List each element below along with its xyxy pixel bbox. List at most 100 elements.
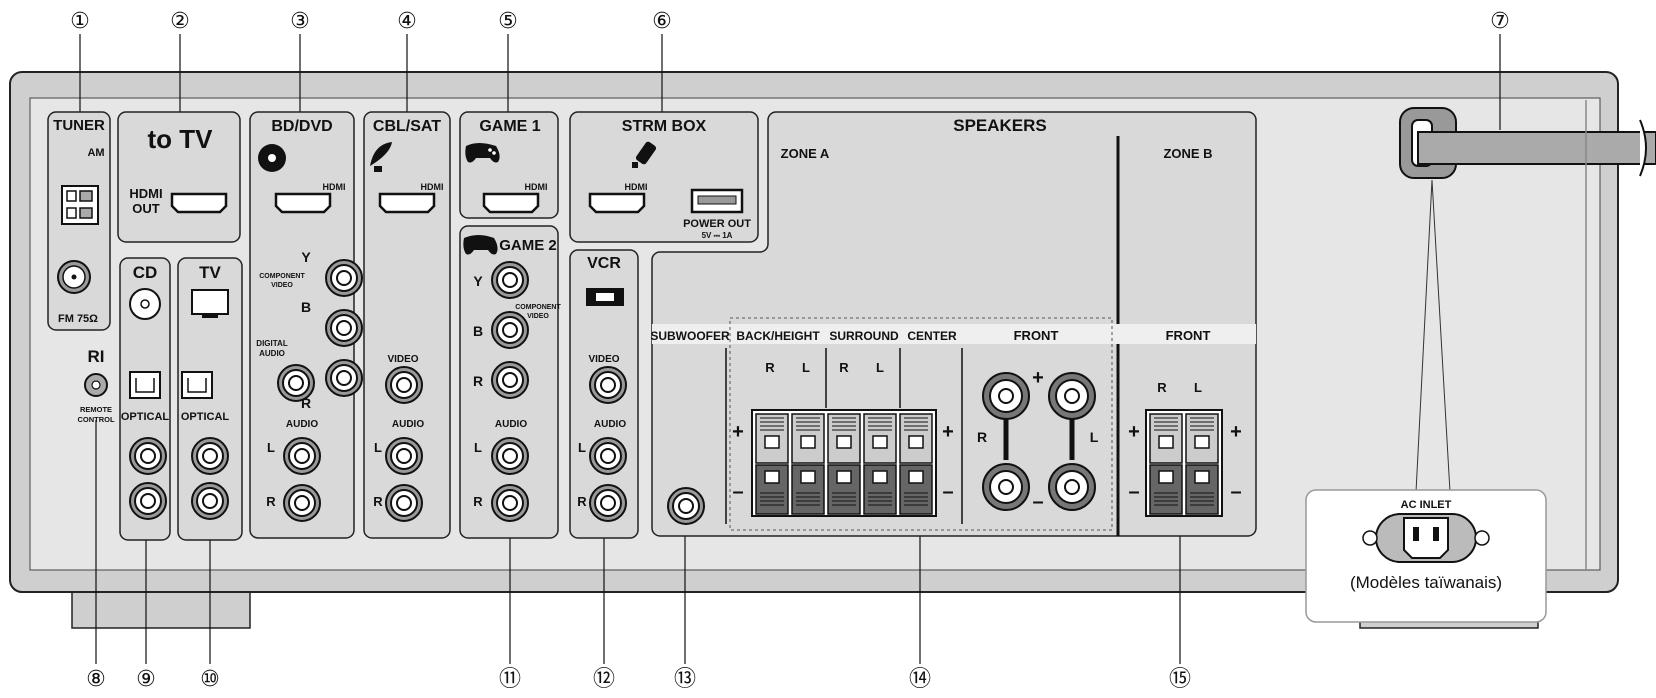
callout-leaders-bottom [95, 420, 1181, 664]
callouts-bottom: ⑧ ⑨ ⑩ ⑪ ⑫ ⑬ ⑭ ⑮ [86, 667, 1191, 692]
callout-6: ⑥ [652, 9, 672, 34]
spring-terminal[interactable] [1185, 464, 1219, 515]
spring-terminal[interactable] [755, 464, 789, 515]
rca-jack[interactable] [491, 261, 529, 299]
to-tv-panel: to TV HDMI OUT [117, 111, 241, 243]
spring-terminal[interactable] [791, 464, 825, 515]
rca-jack[interactable] [491, 361, 529, 399]
rca-jack[interactable] [191, 482, 229, 520]
bd-hdmi-label: HDMI [323, 182, 346, 192]
zone-b-spring-terminals[interactable] [1145, 409, 1223, 517]
rca-jack[interactable] [589, 484, 627, 522]
bd-y-label: Y [301, 249, 311, 265]
rca-jack[interactable] [491, 484, 529, 522]
rca-jack[interactable] [325, 259, 363, 297]
game1-hdmi-label: HDMI [525, 182, 548, 192]
front-a-label: FRONT [1014, 328, 1059, 343]
bd-audio-r: R [266, 494, 276, 509]
callout-8: ⑧ [86, 667, 106, 692]
ri-logo: RI [88, 347, 105, 366]
minus-zone-b-right: – [1230, 481, 1241, 503]
rca-jack[interactable] [277, 364, 315, 402]
rca-jack[interactable] [491, 437, 529, 475]
spring-terminal[interactable] [1149, 413, 1183, 464]
bd-digital-2: AUDIO [259, 349, 285, 358]
game1-hdmi-port[interactable] [482, 192, 540, 214]
zone-b-label: ZONE B [1163, 146, 1212, 161]
spring-terminal[interactable] [899, 464, 933, 515]
tuner-panel: TUNER AM FM 75Ω [47, 111, 111, 331]
spring-terminal[interactable] [791, 413, 825, 464]
rca-jack[interactable] [325, 309, 363, 347]
rca-jack[interactable] [491, 311, 529, 349]
spring-terminal[interactable] [755, 413, 789, 464]
rca-jack[interactable] [385, 484, 423, 522]
front-b-r: R [1157, 380, 1167, 395]
back-r: R [765, 360, 775, 375]
spring-terminal[interactable] [1185, 413, 1219, 464]
vcr-audio-l: L [578, 440, 586, 455]
ac-inlet-caption: (Modèles taïwanais) [1350, 573, 1502, 592]
rca-jack[interactable] [589, 366, 627, 404]
surround-label: SURROUND [829, 329, 899, 343]
spring-terminal[interactable] [863, 413, 897, 464]
minus-front-a: – [1032, 491, 1043, 513]
plus-left: + [732, 421, 744, 443]
streaming-stick-icon [632, 141, 657, 168]
spring-terminal[interactable] [899, 413, 933, 464]
to-tv-title: to TV [148, 124, 214, 154]
callout-15: ⑮ [1169, 667, 1191, 692]
surround-l: L [876, 360, 884, 375]
tv-title: TV [199, 263, 221, 282]
rca-jack[interactable] [667, 487, 705, 525]
ri-remote-control: RI REMOTE CONTROL [77, 347, 114, 424]
cbl-sat-hdmi-port[interactable] [378, 192, 436, 214]
cd-optical-port[interactable] [129, 371, 161, 399]
rca-jack[interactable] [191, 437, 229, 475]
strm-box-hdmi-port[interactable] [588, 192, 646, 214]
strm-box-title: STRM BOX [622, 118, 707, 135]
front-a-binding-posts[interactable] [982, 372, 1096, 511]
rca-jack[interactable] [283, 484, 321, 522]
rca-jack[interactable] [385, 366, 423, 404]
spring-terminal[interactable] [827, 464, 861, 515]
bd-r-label: R [301, 395, 311, 411]
front-a-r: R [977, 429, 987, 445]
cbl-audio-r: R [373, 494, 383, 509]
ac-inlet-socket[interactable] [1362, 513, 1490, 563]
minus-zone-b-left: – [1128, 481, 1139, 503]
game2-audio-label: AUDIO [495, 419, 527, 430]
cbl-video-label: VIDEO [387, 354, 418, 365]
bd-dvd-hdmi-port[interactable] [274, 192, 332, 214]
satellite-icon [370, 142, 392, 172]
front-a-l: L [1090, 429, 1099, 445]
tuner-title: TUNER [53, 117, 105, 134]
callout-leaders-top [79, 34, 1501, 130]
game2-b: B [473, 323, 483, 339]
rca-jack[interactable] [589, 437, 627, 475]
hdmi-out-port[interactable] [170, 192, 228, 214]
rca-jack[interactable] [325, 359, 363, 397]
bd-audio-l: L [267, 440, 275, 455]
power-out-label: POWER OUT [683, 218, 751, 230]
vcr-video-label: VIDEO [588, 354, 619, 365]
spring-terminal[interactable] [827, 413, 861, 464]
callout-14: ⑭ [909, 667, 931, 692]
zone-a-spring-terminals[interactable] [751, 409, 937, 517]
bd-b-label: B [301, 299, 311, 315]
disc-icon [258, 144, 286, 172]
rca-jack[interactable] [385, 437, 423, 475]
ac-inlet-inset: AC INLET (Modèles taïwanais) [1305, 489, 1547, 623]
rca-jack[interactable] [129, 482, 167, 520]
rca-jack[interactable] [129, 437, 167, 475]
spring-terminal[interactable] [1149, 464, 1183, 515]
spring-terminal[interactable] [863, 464, 897, 515]
cbl-hdmi-label: HDMI [421, 182, 444, 192]
callout-4: ④ [397, 9, 417, 34]
strm-box-panel: STRM BOX HDMI POWER OUT 5V ⎓ 1A [569, 111, 759, 243]
vcr-audio-label: AUDIO [594, 419, 626, 430]
rca-jack[interactable] [283, 437, 321, 475]
tuner-fm-label: FM 75Ω [58, 313, 98, 325]
tv-optical-port[interactable] [181, 371, 213, 399]
